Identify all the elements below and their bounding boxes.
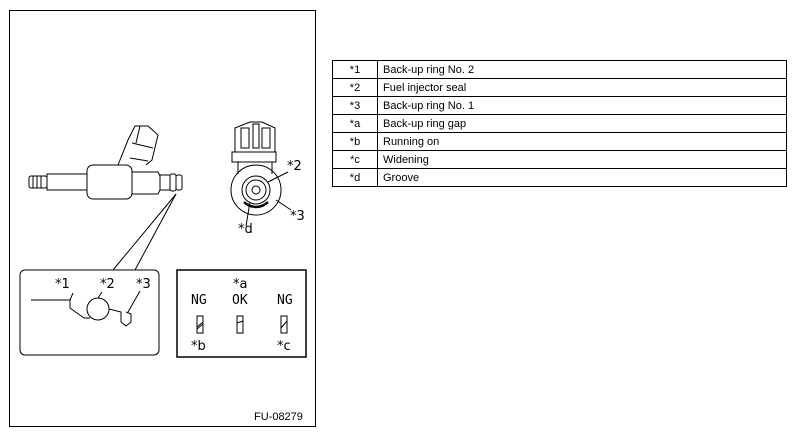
legend-text: Fuel injector seal	[377, 78, 787, 97]
legend-row: *c Widening	[332, 150, 787, 169]
legend-row: *a Back-up ring gap	[332, 114, 787, 133]
condition-ng-left: NG	[191, 293, 207, 308]
legend-text: Back-up ring No. 2	[377, 60, 787, 79]
seal-cross-section	[31, 290, 141, 327]
callout-injector-seal-top: *2	[287, 159, 302, 174]
legend-code: *2	[332, 78, 378, 97]
leader-line	[134, 193, 177, 271]
legend-text: Back-up ring gap	[377, 114, 787, 133]
figure-id: FU-08279	[254, 411, 303, 423]
legend-code: *1	[332, 60, 378, 79]
callout-running-on: *b	[191, 339, 206, 354]
fuel-injector-drawing	[28, 125, 183, 200]
legend-row: *1 Back-up ring No. 2	[332, 60, 787, 79]
callout-widening: *c	[277, 339, 291, 354]
fuel-injector-diagram: *1 *2 *3 *2 *3 *d *a NG OK NG *b *c	[19, 121, 307, 358]
legend-code: *3	[332, 96, 378, 115]
legend-code: *a	[332, 114, 378, 133]
callout-injector-seal: *2	[100, 277, 115, 292]
legend-row: *d Groove	[332, 168, 787, 187]
legend-text: Running on	[377, 132, 787, 151]
legend-row: *b Running on	[332, 132, 787, 151]
legend-code: *c	[332, 150, 378, 169]
callout-backup-ring-2: *1	[55, 277, 70, 292]
legend-code: *b	[332, 132, 378, 151]
injector-end-view	[230, 121, 292, 227]
ring-gap-examples	[196, 315, 288, 334]
legend-text: Widening	[377, 150, 787, 169]
callout-backup-ring-1-top: *3	[290, 209, 305, 224]
condition-ok: OK	[232, 293, 248, 308]
legend-code: *d	[332, 168, 378, 187]
legend-table: *1 Back-up ring No. 2 *2 Fuel injector s…	[332, 60, 787, 187]
callout-groove: *d	[238, 222, 253, 237]
legend-text: Back-up ring No. 1	[377, 96, 787, 115]
callout-backup-ring-1: *3	[136, 277, 151, 292]
detail-seal-box	[19, 269, 160, 356]
condition-ng-right: NG	[277, 293, 293, 308]
leader-line	[112, 193, 177, 271]
callout-ring-gap: *a	[233, 277, 247, 292]
legend-text: Groove	[377, 168, 787, 187]
figure-frame	[9, 10, 316, 427]
detail-ring-box	[176, 269, 307, 358]
legend-row: *2 Fuel injector seal	[332, 78, 787, 97]
legend-row: *3 Back-up ring No. 1	[332, 96, 787, 115]
